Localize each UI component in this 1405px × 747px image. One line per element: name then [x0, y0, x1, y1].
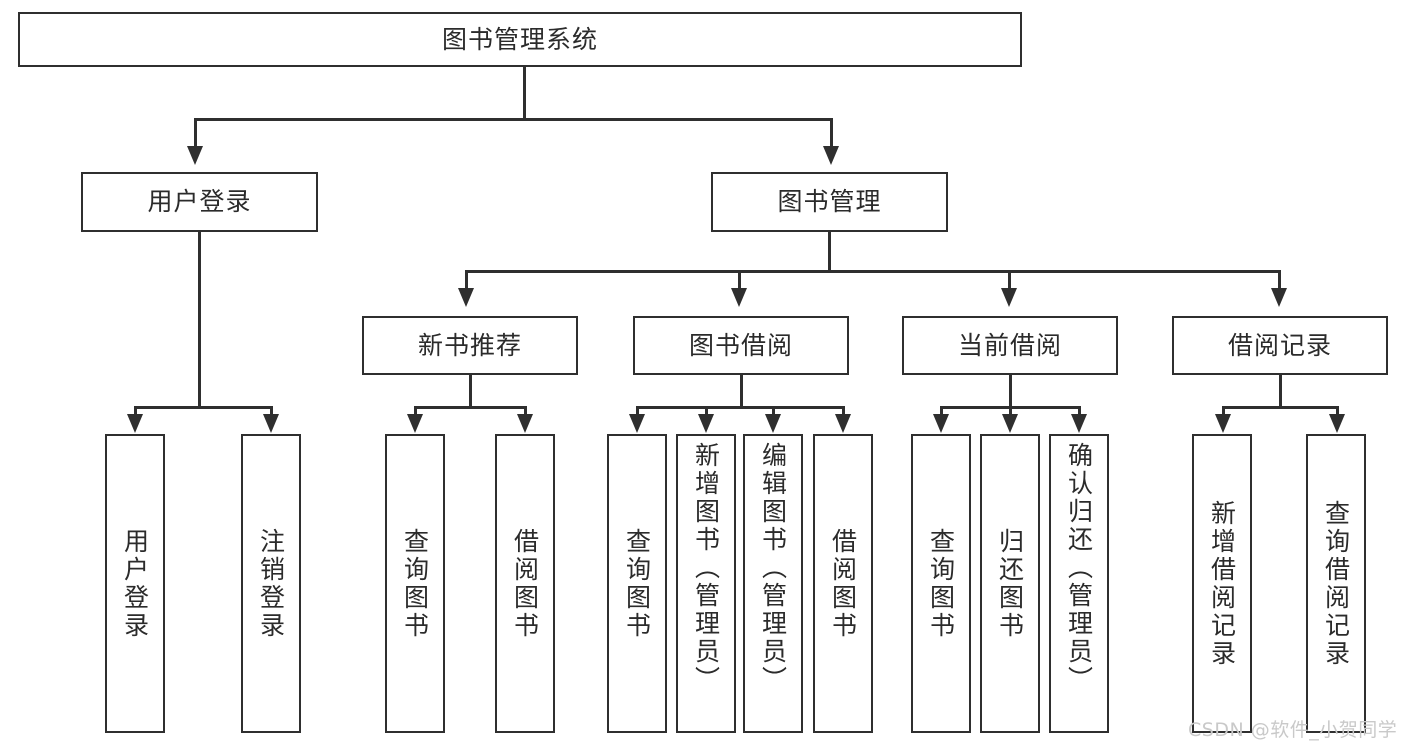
connector-newbook-bar — [414, 406, 526, 409]
leaf-borrow-book[interactable]: 借阅图书 — [813, 434, 873, 733]
connector-currentborrow-stem — [1009, 375, 1012, 408]
arrow-newbook-leaf-2 — [517, 414, 533, 433]
csdn-watermark: CSDN @软件_小贺同学 — [1188, 719, 1398, 741]
arrow-currentborrow-leaf-3 — [1071, 414, 1087, 433]
arrow-to-borrow-record — [1271, 288, 1287, 307]
connector-currentborrow-drop-1 — [940, 406, 943, 416]
connector-bookborrow-drop-4 — [842, 406, 845, 416]
connector-currentborrow-drop-3 — [1078, 406, 1081, 416]
arrow-to-book-borrow — [731, 288, 747, 307]
node-label: 编辑图书（管理员） — [758, 442, 788, 694]
connector-root-stem — [523, 67, 526, 120]
leaf-confirm-return-admin[interactable]: 确认归还（管理员） — [1049, 434, 1109, 733]
arrow-to-new-book — [458, 288, 474, 307]
connector-borrowrecord-drop-2 — [1336, 406, 1339, 416]
leaf-query-book-borrow[interactable]: 查询图书 — [607, 434, 667, 733]
node-label: 查询图书 — [926, 527, 956, 640]
connector-bookmgmt-bar — [465, 270, 1280, 273]
connector-bookborrow-stem — [740, 375, 743, 408]
connector-borrowrecord-drop-1 — [1222, 406, 1225, 416]
connector-newbook-drop-2 — [524, 406, 527, 416]
connector-bookmgmt-drop-4 — [1278, 270, 1281, 290]
leaf-query-book-current[interactable]: 查询图书 — [911, 434, 971, 733]
node-borrow-record[interactable]: 借阅记录 — [1172, 316, 1388, 375]
node-label: 查询图书 — [622, 527, 652, 640]
leaf-borrow-book-recommend[interactable]: 借阅图书 — [495, 434, 555, 733]
connector-bookmgmt-drop-3 — [1008, 270, 1011, 290]
node-user-login[interactable]: 用户登录 — [81, 172, 318, 232]
node-label: 借阅图书 — [510, 527, 540, 640]
connector-root-bar — [194, 118, 832, 121]
arrow-login-leaf-2 — [263, 414, 279, 433]
node-label: 归还图书 — [995, 527, 1025, 640]
node-label: 确认归还（管理员） — [1064, 442, 1094, 694]
node-label: 图书管理 — [777, 187, 882, 217]
node-label: 用户登录 — [120, 527, 150, 640]
connector-borrowrecord-stem — [1279, 375, 1282, 408]
arrow-bookborrow-leaf-4 — [835, 414, 851, 433]
arrow-bookborrow-leaf-1 — [629, 414, 645, 433]
arrow-bookborrow-leaf-2 — [698, 414, 714, 433]
connector-newbook-drop-1 — [414, 406, 417, 416]
node-label: 注销登录 — [256, 527, 286, 640]
connector-bookborrow-bar — [636, 406, 844, 409]
connector-bookborrow-drop-3 — [772, 406, 775, 416]
leaf-user-login[interactable]: 用户登录 — [105, 434, 165, 733]
node-label: 当前借阅 — [957, 330, 1062, 360]
arrow-root-to-bookmgmt — [823, 146, 839, 165]
connector-bookmgmt-stem — [828, 232, 831, 272]
arrow-currentborrow-leaf-1 — [933, 414, 949, 433]
node-label: 查询借阅记录 — [1321, 499, 1351, 668]
leaf-add-book-admin[interactable]: 新增图书（管理员） — [676, 434, 736, 733]
connector-root-to-bookmgmt — [830, 118, 833, 148]
arrow-bookborrow-leaf-3 — [765, 414, 781, 433]
connector-bookmgmt-drop-2 — [738, 270, 741, 290]
node-label: 查询图书 — [400, 527, 430, 640]
leaf-logout[interactable]: 注销登录 — [241, 434, 301, 733]
connector-login-bar — [134, 406, 272, 409]
connector-currentborrow-drop-2 — [1009, 406, 1012, 416]
node-label: 新增借阅记录 — [1207, 499, 1237, 668]
arrow-borrowrecord-leaf-2 — [1329, 414, 1345, 433]
node-label: 图书借阅 — [688, 330, 793, 360]
connector-bookborrow-drop-2 — [705, 406, 708, 416]
connector-root-to-login — [194, 118, 197, 148]
leaf-edit-book-admin[interactable]: 编辑图书（管理员） — [743, 434, 803, 733]
leaf-query-book-recommend[interactable]: 查询图书 — [385, 434, 445, 733]
connector-borrowrecord-bar — [1222, 406, 1338, 409]
node-current-borrow[interactable]: 当前借阅 — [902, 316, 1118, 375]
node-label: 新增图书（管理员） — [691, 442, 721, 694]
arrow-newbook-leaf-1 — [407, 414, 423, 433]
arrow-root-to-login — [187, 146, 203, 165]
node-book-management[interactable]: 图书管理 — [711, 172, 948, 232]
arrow-borrowrecord-leaf-1 — [1215, 414, 1231, 433]
node-label: 借阅记录 — [1227, 330, 1332, 360]
arrow-login-leaf-1 — [127, 414, 143, 433]
leaf-query-borrow-record[interactable]: 查询借阅记录 — [1306, 434, 1366, 733]
connector-bookmgmt-drop-1 — [465, 270, 468, 290]
node-label: 用户登录 — [147, 187, 252, 217]
leaf-return-book[interactable]: 归还图书 — [980, 434, 1040, 733]
node-root-system[interactable]: 图书管理系统 — [18, 12, 1022, 67]
connector-login-drop-1 — [134, 406, 137, 416]
arrow-to-current-borrow — [1001, 288, 1017, 307]
connector-bookborrow-drop-1 — [636, 406, 639, 416]
node-new-book-recommend[interactable]: 新书推荐 — [362, 316, 578, 375]
node-label: 新书推荐 — [417, 330, 522, 360]
connector-login-stem — [198, 232, 201, 408]
node-book-borrow[interactable]: 图书借阅 — [633, 316, 849, 375]
leaf-add-borrow-record[interactable]: 新增借阅记录 — [1192, 434, 1252, 733]
connector-login-drop-2 — [270, 406, 273, 416]
node-label: 借阅图书 — [828, 527, 858, 640]
arrow-currentborrow-leaf-2 — [1002, 414, 1018, 433]
connector-newbook-stem — [469, 375, 472, 408]
node-label: 图书管理系统 — [441, 24, 598, 54]
